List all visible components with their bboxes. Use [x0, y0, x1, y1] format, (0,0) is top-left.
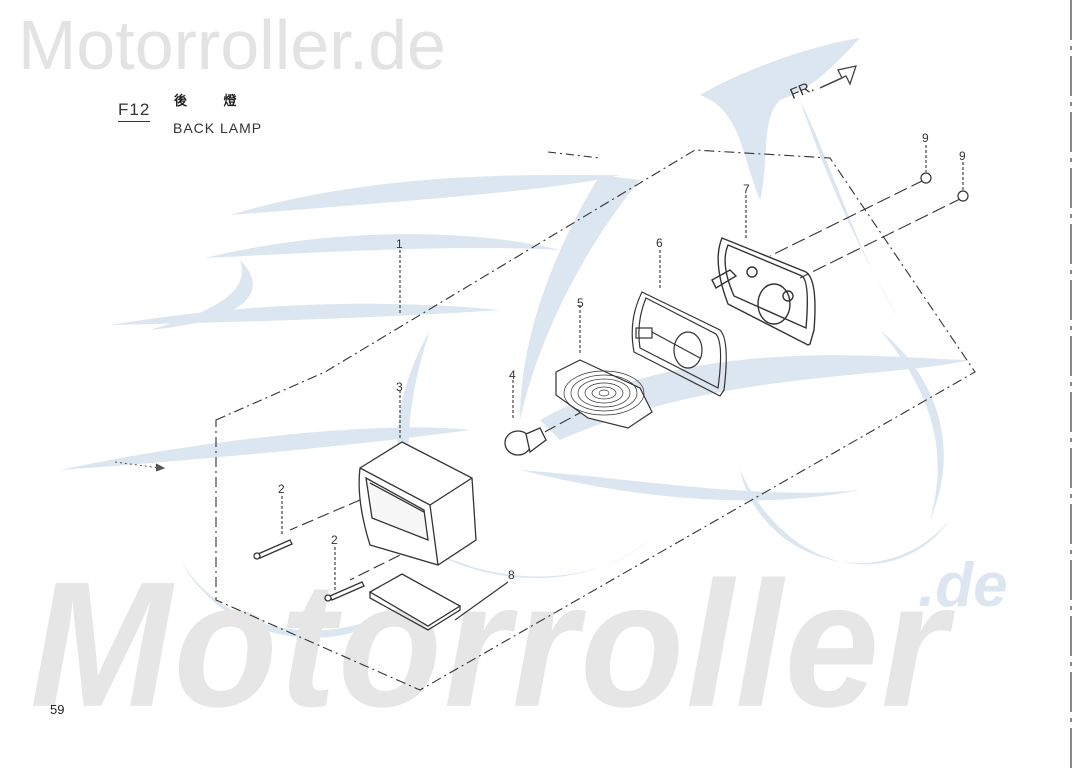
figure-title-chinese: 後 燈	[174, 94, 253, 109]
page-number: 59	[50, 702, 65, 717]
lamp-base-part	[711, 237, 816, 346]
callout-5: 5	[577, 296, 584, 310]
callout-7: 7	[743, 182, 750, 196]
callout-4: 4	[509, 368, 516, 382]
watermark-bottom: Motorroller	[30, 545, 950, 745]
nut-parts	[920, 172, 969, 202]
callout-6: 6	[656, 236, 663, 250]
reflector-part	[555, 359, 653, 429]
callout-2: 2	[278, 482, 285, 496]
bulb-part	[504, 427, 547, 456]
lens-part	[358, 441, 477, 566]
callout-9: 9	[922, 131, 929, 145]
figure-title: BACK LAMP	[173, 120, 263, 136]
callout-1: 1	[396, 237, 403, 251]
figure-code: F12	[118, 100, 151, 122]
callout-9: 9	[959, 149, 966, 163]
callout-3: 3	[396, 380, 403, 394]
callout-2: 2	[331, 533, 338, 547]
callout-8: 8	[508, 568, 515, 582]
reflector-plate-part	[368, 573, 462, 631]
screw-parts	[253, 539, 365, 602]
gasket-part	[631, 291, 727, 397]
watermark-top: Motorroller.de	[18, 6, 446, 84]
watermark-domain-suffix: .de	[918, 551, 1008, 620]
